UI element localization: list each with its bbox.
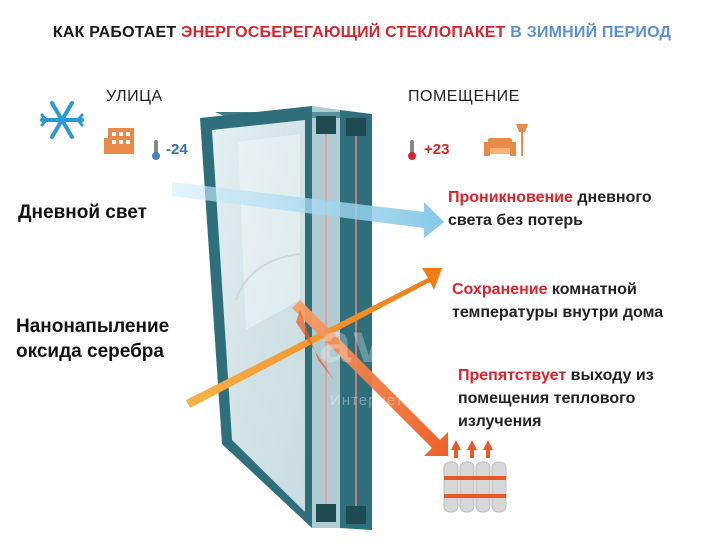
outside-label: УЛИЦА (106, 88, 163, 105)
coating-arc (235, 253, 301, 301)
feature-daylight-rest: дневного (572, 189, 652, 206)
spacer-bottom-1 (316, 504, 336, 522)
inside-temperature: +23 (424, 141, 450, 158)
feature-radiation-line-3: излучения (458, 413, 542, 430)
daylight-ray (172, 182, 444, 238)
title-part-1: КАК РАБОТАЕТ (52, 24, 177, 41)
page-title: КАК РАБОТАЕТ ЭНЕРГОСБЕРЕГАЮЩИЙ СТЕКЛОПАК… (0, 24, 724, 42)
daylight-label: Дневной свет (18, 202, 147, 223)
inside-label: ПОМЕЩЕНИЕ (408, 88, 520, 105)
watermark-text: avito (320, 311, 461, 374)
feature-radiation-line-2: помещения теплового (458, 390, 636, 407)
feature-daylight: Проникновение дневного света без потерь (448, 186, 652, 232)
feature-temperature-line-2: температуры внутри дома (452, 304, 664, 321)
coating-label: Нанонапыление оксида серебра (16, 314, 169, 364)
feature-daylight-highlight: Проникновение (448, 189, 573, 206)
title-part-2: ЭНЕРГОСБЕРЕГАЮЩИЙ СТЕКЛОПАКЕТ (181, 24, 506, 41)
thermometer-icon (152, 140, 160, 160)
sofa-icon (484, 138, 516, 156)
building-icon (104, 128, 134, 154)
thermometer-icon (408, 140, 416, 160)
glass-reflection (238, 134, 300, 330)
spacer-top-2 (346, 118, 366, 136)
lamp-icon (516, 124, 528, 156)
coating-label-line-1: Нанонапыление (16, 316, 170, 337)
spacer-top-1 (316, 116, 336, 134)
watermark-subtext: Интернет-магазин (330, 392, 472, 409)
radiator-icon (443, 440, 507, 513)
snowflake-icon (40, 101, 84, 139)
heat-radiation-arrow (292, 300, 448, 456)
feature-radiation-highlight: Препятствует (458, 367, 567, 384)
feature-radiation-rest: выходу из (566, 367, 654, 384)
heat-retention-arrow (186, 268, 442, 408)
feature-temperature: Сохранение комнатной температуры внутри … (452, 278, 663, 324)
title-part-3: В ЗИМНИЙ ПЕРИОД (510, 24, 672, 41)
outside-temperature: -24 (166, 141, 188, 158)
feature-temperature-highlight: Сохранение (452, 281, 548, 298)
outer-glass-pane (212, 120, 305, 512)
coating-label-line-2: оксида серебра (16, 341, 164, 362)
feature-temperature-rest: комнатной (547, 281, 637, 298)
feature-daylight-line-2: света без потерь (448, 212, 583, 229)
feature-radiation: Препятствует выходу из помещения теплово… (458, 364, 654, 433)
heat-reflection (296, 310, 334, 380)
spacer-bottom-2 (346, 506, 366, 524)
